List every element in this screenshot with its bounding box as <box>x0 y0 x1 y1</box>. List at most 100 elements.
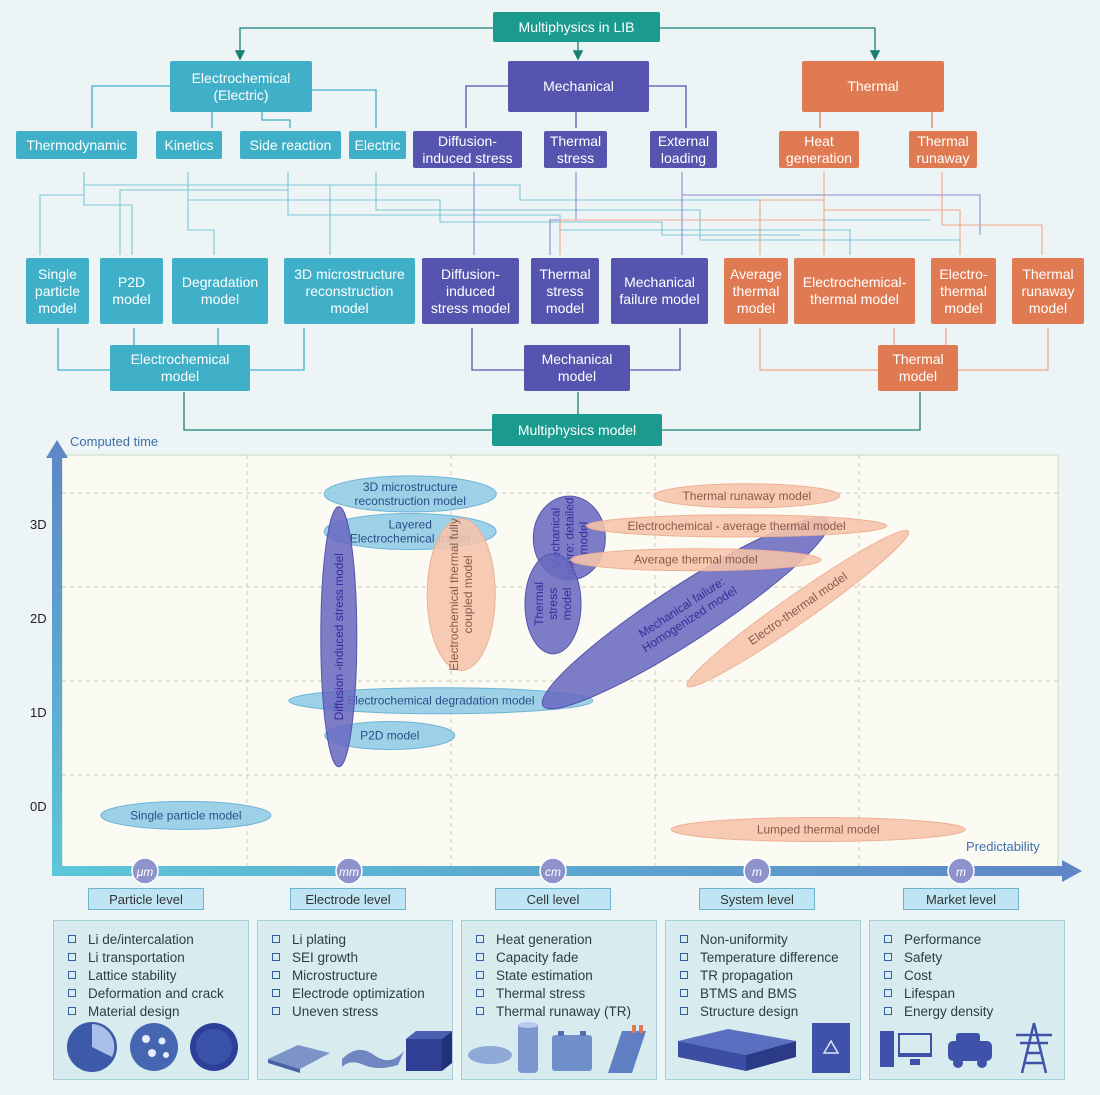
thermal-runaway-model-box: Thermal runaway model <box>1012 258 1084 324</box>
heat-generation-box: Heat generation <box>779 131 859 168</box>
list-item: Li de/intercalation <box>68 931 248 949</box>
cut-sphere-icon <box>92 1024 115 1057</box>
list-item: Lifespan <box>884 985 1064 1003</box>
list-item: Electrode optimization <box>272 985 452 1003</box>
level-tag-market: Market level <box>903 888 1019 910</box>
thermal-stress-model-box: Thermal stress model <box>531 258 599 324</box>
particle-icons <box>67 1022 238 1072</box>
x-axis-label: Predictability <box>966 839 1040 854</box>
list-item: Heat generation <box>476 931 656 949</box>
external-loading-box: External loading <box>650 131 717 168</box>
y-tick-label: 1D <box>30 705 47 720</box>
model-ellipse <box>100 800 272 830</box>
market-icons <box>880 1022 1052 1074</box>
list-item: Li transportation <box>68 949 248 967</box>
y-tick-label: 0D <box>30 799 47 814</box>
electrochemical-box: Electrochemical (Electric) <box>170 61 312 112</box>
mechanical-model-box: Mechanical model <box>524 345 630 391</box>
multiphysics-in-lib-box: Multiphysics in LIB <box>493 12 660 42</box>
list-item: Thermal runaway (TR) <box>476 1003 656 1021</box>
power-tower-icon <box>1016 1022 1052 1074</box>
model-label: Thermalstressmodel <box>532 582 574 626</box>
degradation-model-box: Degradation model <box>172 258 268 324</box>
x-tick-marker <box>131 857 159 885</box>
thermal-runaway-box: Thermal runaway <box>909 131 977 168</box>
x-tick-label: cm <box>545 865 561 879</box>
porous-block-icon <box>406 1039 442 1071</box>
thermodynamic-box: Thermodynamic <box>16 131 137 159</box>
model-label: Single particle model <box>130 808 241 822</box>
y-tick-label: 3D <box>30 517 47 532</box>
coin-cell-icon <box>468 1046 512 1064</box>
list-item: Li plating <box>272 931 452 949</box>
model-label: Electrochemical thermal fullycoupled mod… <box>447 518 475 671</box>
side-reaction-box: Side reaction <box>240 131 341 159</box>
thermal-model-box: Thermal model <box>878 345 958 391</box>
list-item: State estimation <box>476 967 656 985</box>
list-item: Safety <box>884 949 1064 967</box>
model-ellipse <box>320 506 358 768</box>
model-label: Diffusion -induced stress model <box>332 553 346 720</box>
porous-particle-icon <box>130 1023 178 1071</box>
list-item: Non-uniformity <box>680 931 860 949</box>
level-tag-cell: Cell level <box>495 888 611 910</box>
list-item: Lattice stability <box>68 967 248 985</box>
model-label: P2D model <box>360 729 419 743</box>
y-axis-label: Computed time <box>70 434 158 449</box>
electro-thermal-model-box: Electro- thermal model <box>931 258 996 324</box>
electrode-sheet-icon <box>268 1045 330 1069</box>
p2d-model-box: P2D model <box>100 258 163 324</box>
x-tick-label: m <box>956 865 966 879</box>
y-tick-label: 2D <box>30 611 47 626</box>
electric-box: Electric <box>349 131 406 159</box>
prismatic-cell-icon <box>552 1035 592 1071</box>
microstructure-model-box: 3D microstructure reconstruction model <box>284 258 415 324</box>
list-item: SEI growth <box>272 949 452 967</box>
list-item: Microstructure <box>272 967 452 985</box>
electrode-icons <box>268 1031 452 1073</box>
level-tag-particle: Particle level <box>88 888 204 910</box>
y-axis-arrow <box>46 440 68 458</box>
diffusion-induced-stress-box: Diffusion- induced stress <box>413 131 522 168</box>
list-item: Capacity fade <box>476 949 656 967</box>
cylindrical-cell-icon <box>518 1023 538 1073</box>
electrochemical-thermal-model-box: Electrochemical- thermal model <box>794 258 915 324</box>
model-label: Electrochemical - average thermal model <box>628 519 846 533</box>
model-label: Electrochemical degradation model <box>347 694 534 708</box>
cell-level-panel: Heat generation Capacity fade State esti… <box>461 920 657 1080</box>
list-item: TR propagation <box>680 967 860 985</box>
x-tick-label: mm <box>339 865 359 879</box>
x-axis-arrow <box>1062 860 1082 882</box>
model-ellipse <box>288 687 594 715</box>
particle-level-panel: Li de/intercalation Li transportation La… <box>53 920 249 1080</box>
list-item: Structure design <box>680 1003 860 1021</box>
list-item: Material design <box>68 1003 248 1021</box>
multiphysics-model-box: Multiphysics model <box>492 414 662 446</box>
list-item: BTMS and BMS <box>680 985 860 1003</box>
model-ellipse <box>324 721 456 750</box>
system-icons <box>678 1023 850 1073</box>
x-tick-marker <box>947 857 975 885</box>
system-level-panel: Non-uniformity Temperature difference TR… <box>665 920 861 1080</box>
list-item: Performance <box>884 931 1064 949</box>
model-ellipse <box>524 553 582 655</box>
level-tag-system: System level <box>699 888 815 910</box>
electrochemical-model-box: Electrochemical model <box>110 345 250 391</box>
computer-icon <box>880 1031 894 1067</box>
model-ellipse <box>653 483 841 509</box>
kinetics-box: Kinetics <box>156 131 222 159</box>
x-tick-marker <box>539 857 567 885</box>
single-particle-model-box: Single particle model <box>26 258 89 324</box>
list-item: Energy density <box>884 1003 1064 1021</box>
pouch-cell-icon <box>608 1031 646 1073</box>
list-item: Uneven stress <box>272 1003 452 1021</box>
x-tick-marker <box>743 857 771 885</box>
model-ellipse <box>426 518 496 671</box>
thermal-box: Thermal <box>802 61 944 112</box>
connector-lines <box>39 27 1049 431</box>
list-item: Cost <box>884 967 1064 985</box>
battery-pack-icon <box>678 1029 796 1055</box>
model-ellipse <box>670 817 966 842</box>
